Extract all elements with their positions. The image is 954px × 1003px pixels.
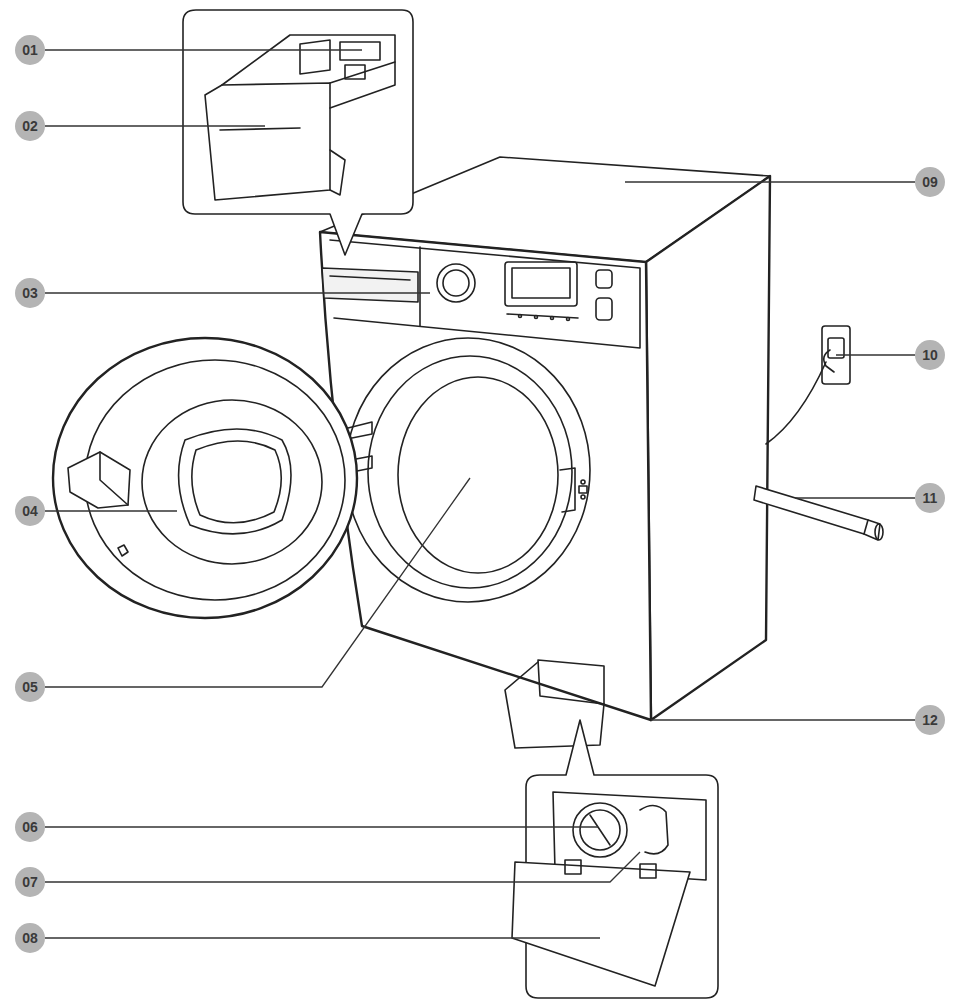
leader-lines (45, 852, 640, 882)
leader-lines (45, 937, 600, 938)
leader-lines (836, 354, 915, 355)
machine-line-art (538, 660, 604, 704)
machine-line-art (581, 480, 585, 484)
leader-lines (625, 181, 915, 182)
machine-line-art (340, 42, 380, 60)
machine-line-art (567, 318, 570, 321)
machine-line-art (346, 338, 590, 602)
machine-line-art (322, 268, 418, 302)
machine-line-art (512, 862, 690, 986)
machine-line-art (505, 262, 577, 306)
machine-line-art (142, 400, 322, 564)
callout-number: 03 (15, 278, 45, 308)
machine-line-art (220, 128, 300, 130)
machine-line-art (183, 10, 413, 255)
callout-number: 07 (15, 867, 45, 897)
callout-number: 02 (15, 111, 45, 141)
machine-line-art (330, 276, 410, 280)
machine-line-art (596, 270, 612, 288)
machine-line-art (640, 864, 656, 878)
machine-line-art (300, 40, 330, 74)
machine-line-art (565, 860, 581, 874)
machine-line-art (766, 362, 826, 444)
machine-line-art (179, 429, 291, 534)
machine-line-art (581, 495, 585, 499)
leader-lines (45, 510, 177, 511)
machine-line-art (192, 441, 281, 523)
machine-line-art (53, 10, 883, 998)
callout-number: 09 (915, 167, 945, 197)
leader-lines (45, 292, 430, 293)
machine-line-art (419, 247, 421, 326)
leader-lines (795, 497, 915, 498)
machine-line-art (590, 815, 610, 845)
machine-line-art (205, 83, 330, 200)
machine-line-art (118, 545, 128, 556)
leader-lines (45, 478, 470, 687)
machine-line-art (640, 805, 668, 853)
machine-line-art (368, 356, 572, 588)
machine-line-art (824, 350, 834, 372)
machine-line-art (100, 452, 128, 505)
callout-number: 01 (15, 35, 45, 65)
callout-number: 06 (15, 812, 45, 842)
machine-line-art (573, 803, 627, 857)
machine-line-art (505, 662, 604, 748)
machine-line-art (320, 232, 651, 720)
machine-line-art (345, 65, 365, 79)
machine-line-art (398, 377, 558, 573)
machine-line-art (443, 270, 469, 296)
leader-lines (45, 826, 598, 827)
callout-number: 12 (915, 705, 945, 735)
machine-line-art (646, 176, 770, 720)
machine-line-art (875, 524, 883, 540)
callout-number: 10 (915, 340, 945, 370)
leader-lines (651, 719, 915, 720)
machine-line-art (579, 486, 587, 493)
machine-line-art (596, 298, 612, 320)
machine-line-art (512, 268, 570, 298)
leader-lines (45, 49, 362, 50)
callout-number: 04 (15, 496, 45, 526)
machine-line-art (68, 452, 130, 508)
leader-lines (45, 50, 915, 938)
callout-number: 08 (15, 923, 45, 953)
machine-line-art (53, 338, 357, 618)
machine-line-art (560, 468, 575, 512)
callout-number: 05 (15, 672, 45, 702)
machine-line-art (330, 150, 345, 195)
machine-line-art (551, 317, 554, 320)
machine-line-art (437, 264, 475, 302)
machine-line-art (580, 810, 620, 850)
machine-line-art (222, 35, 395, 108)
machine-line-art (519, 315, 522, 318)
machine-line-art (864, 520, 880, 540)
callout-number: 11 (915, 483, 945, 513)
machine-line-art (754, 486, 868, 534)
machine-line-art (535, 316, 538, 319)
leader-lines (45, 125, 265, 126)
machine-line-art (330, 62, 395, 83)
